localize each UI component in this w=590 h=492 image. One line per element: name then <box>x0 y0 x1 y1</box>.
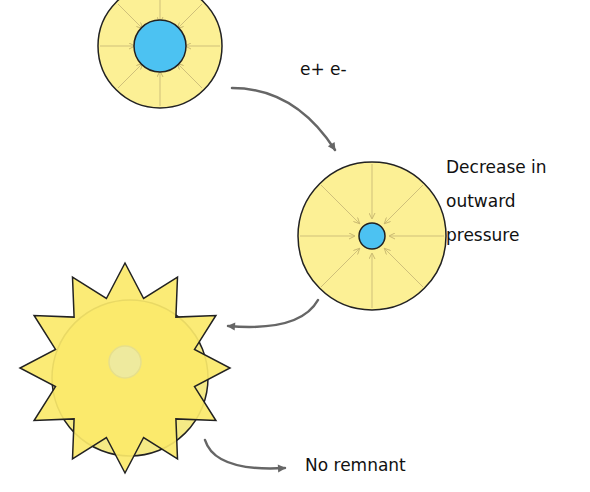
supernova-explosion <box>20 263 230 473</box>
process-note: Decrease in outward pressure <box>446 150 578 252</box>
outcome-label: No remnant <box>305 448 406 482</box>
flow-arrow <box>205 88 335 468</box>
collapsing-star <box>298 162 446 310</box>
particle-label: e+ e- <box>300 52 347 86</box>
massive-star <box>98 0 222 108</box>
